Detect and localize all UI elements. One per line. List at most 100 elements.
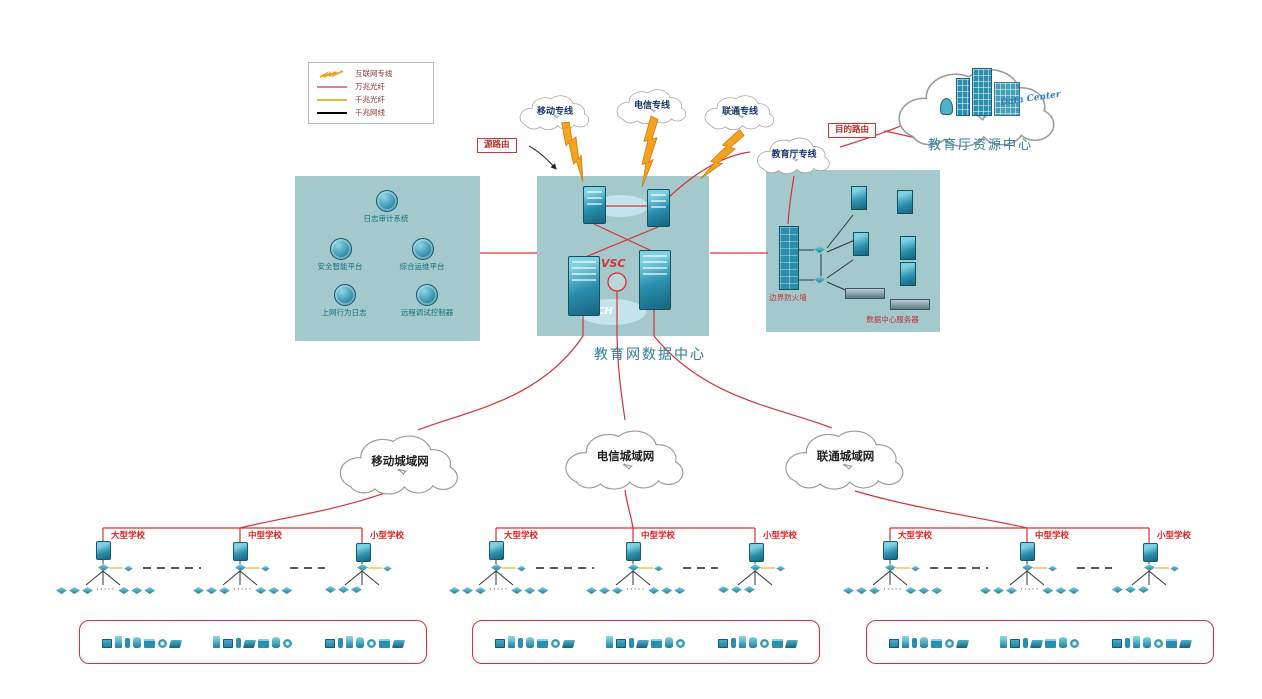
wireless-ap-icon	[945, 639, 955, 648]
switch-icon	[206, 587, 217, 594]
printer-icon	[144, 639, 156, 648]
panel-item-label: 日志审计系统	[363, 214, 409, 223]
access-switch-row: ·····	[449, 586, 549, 595]
cloud-edu-dept-line: 教育厅专线	[748, 130, 840, 176]
cloud-telecom-man: 电信城域网	[538, 418, 713, 493]
switch-icon	[268, 587, 280, 594]
ellipsis-separator: ·····	[233, 585, 253, 595]
database-icon	[355, 637, 364, 648]
cloud-label: 移动专线	[536, 106, 573, 117]
switch-icon	[918, 587, 930, 594]
server-icon	[853, 232, 869, 256]
fiber-1g-line-icon	[315, 98, 349, 101]
school-core-device-icon	[96, 541, 111, 560]
core-router-icon	[583, 186, 606, 224]
phone-icon	[518, 638, 524, 648]
wireless-ap-icon	[1153, 639, 1163, 648]
wireless-ap-icon	[1070, 639, 1080, 648]
cloud-label: 联通专线	[721, 106, 758, 117]
school-label-medium: 中型学校	[248, 531, 283, 541]
wireless-ap-icon	[366, 639, 376, 648]
switch-icon	[885, 564, 896, 571]
server-icon	[900, 262, 916, 286]
school-core-device-icon	[233, 542, 248, 561]
access-switch-row: ·····	[843, 585, 943, 595]
cloud-resource-center: Data Center	[888, 52, 1068, 152]
phone-icon	[1124, 638, 1130, 648]
cloud-label: 联通城域网	[816, 448, 875, 463]
wireless-ap-icon	[759, 639, 769, 648]
switch-icon	[599, 587, 610, 594]
server-icon	[508, 636, 516, 648]
database-icon	[1142, 637, 1151, 648]
switch-icon	[586, 587, 597, 594]
switch-icon	[511, 587, 523, 594]
switch-icon	[1144, 564, 1155, 571]
laptop-icon	[1030, 640, 1044, 648]
switch-icon	[654, 565, 663, 572]
cloud-telecom-line: 电信专线	[612, 82, 692, 126]
core-switch-icon	[639, 250, 671, 310]
legend-row: 千兆网线	[315, 106, 427, 119]
switch-icon	[905, 587, 917, 594]
switch-icon	[462, 587, 473, 594]
vsc-label: VSC	[601, 257, 626, 270]
desktop-icon	[889, 639, 900, 648]
legend-label: 千兆光纤	[355, 95, 385, 104]
switch-icon	[744, 586, 755, 593]
laptop-icon	[956, 640, 970, 648]
school-endpoints-box	[866, 620, 1214, 664]
wireless-ap-icon	[283, 639, 293, 648]
switch-icon	[776, 565, 785, 572]
ellipsis-separator: ·····	[883, 585, 903, 595]
phone-icon	[1023, 638, 1029, 648]
legend-row: 互联网专线	[315, 67, 427, 80]
panel-item-label: 上网行为日志	[321, 308, 367, 317]
cloud-label: 电信城域网	[596, 448, 655, 463]
panel-item-label: 远程调试控制器	[400, 308, 454, 317]
server-icon	[345, 636, 353, 648]
ethernet-line-icon	[315, 111, 349, 114]
switch-icon	[449, 587, 460, 594]
printer-icon	[651, 639, 663, 648]
printer-icon	[771, 639, 783, 648]
switch-icon	[56, 587, 67, 594]
rack-unit-icon	[845, 288, 885, 299]
switch-icon	[931, 587, 943, 594]
cloud-label: 移动城域网	[371, 453, 429, 468]
school-core-device-icon	[883, 541, 898, 560]
laptop-icon	[636, 640, 650, 648]
servers-label: 数据中心服务器	[866, 315, 919, 324]
server-icon	[606, 636, 614, 648]
printer-icon	[1165, 639, 1177, 648]
behavior-log-icon	[334, 284, 356, 306]
cloud-mobile-man: 移动城域网	[310, 423, 490, 498]
switch-icon	[491, 564, 502, 571]
access-switch-row: ·····	[586, 586, 686, 595]
wireless-ap-icon	[676, 639, 686, 648]
phone-icon	[912, 638, 918, 648]
server-icon	[738, 636, 746, 648]
school-core-device-icon	[489, 541, 504, 560]
printer-icon	[258, 639, 270, 648]
switch-icon	[351, 586, 362, 593]
switch-icon	[475, 587, 486, 594]
desktop-icon	[495, 639, 506, 648]
core-router-icon	[647, 189, 670, 227]
server-icon	[851, 186, 867, 210]
phone-icon	[236, 638, 242, 648]
switch-icon	[131, 587, 143, 594]
printer-icon	[537, 639, 549, 648]
source-route-box: 源路由	[477, 138, 517, 154]
legend-label: 万兆光纤	[355, 82, 385, 91]
switch-icon	[357, 564, 368, 571]
school-label-small: 小型学校	[370, 531, 405, 541]
log-audit-icon	[376, 190, 398, 212]
laptop-icon	[391, 640, 405, 648]
switch-icon	[193, 587, 204, 594]
switch-icon	[1048, 565, 1057, 572]
cloud-mobile-line: 移动专线	[515, 88, 595, 132]
desktop-icon	[1111, 639, 1122, 648]
switch-icon	[674, 587, 686, 594]
